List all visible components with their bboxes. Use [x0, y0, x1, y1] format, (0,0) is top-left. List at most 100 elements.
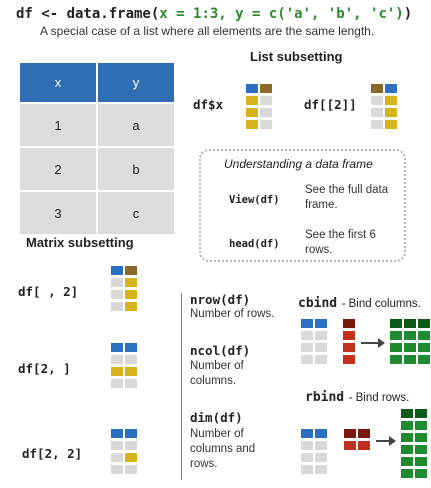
grid-cell [300, 452, 314, 463]
data-frame-table: x y 1 a 2 b 3 c [18, 61, 176, 236]
grid-cell [400, 432, 414, 443]
grid-cell [370, 107, 384, 118]
grid-cell [370, 119, 384, 130]
grid-cell [400, 408, 414, 419]
grid-cell [300, 330, 314, 341]
code-arguments: x = 1:3, y = c('a', 'b', 'c') [159, 6, 404, 22]
grid-cell [110, 366, 124, 377]
grid-cell [389, 342, 403, 353]
grid-cell [110, 354, 124, 365]
rbind-desc: - Bind rows. [348, 392, 410, 404]
data-frame-code: df <- data.frame(x = 1:3, y = c('a', 'b'… [16, 6, 412, 22]
grid-cell [124, 464, 138, 475]
grid-cell [300, 440, 314, 451]
grid-cell [110, 452, 124, 463]
grid-cell [384, 83, 398, 94]
head-code: head(df) [229, 238, 280, 250]
grid-cell [314, 330, 328, 341]
grid-cell [370, 83, 384, 94]
grid-cell [384, 95, 398, 106]
grid-cell [124, 366, 138, 377]
grid-cell [342, 354, 356, 365]
table-row: 1 a [18, 102, 176, 148]
table-header-row: x y [18, 61, 176, 104]
cbind-desc: - Bind columns. [341, 298, 421, 310]
grid-cell [110, 464, 124, 475]
grid-cell [314, 354, 328, 365]
table-cell: a [96, 102, 176, 148]
grid-cell [314, 342, 328, 353]
grid-cell [124, 289, 138, 300]
grid-cell [124, 378, 138, 389]
grid-cell [403, 342, 417, 353]
grid-cell [124, 265, 138, 276]
grid-cell [314, 428, 328, 439]
grid-cell [357, 440, 371, 451]
grid-cell [314, 440, 328, 451]
list-subsetting-title: List subsetting [250, 49, 343, 64]
divider [181, 293, 182, 480]
grid-cell [110, 265, 124, 276]
grid-cell [124, 354, 138, 365]
grid-cell [400, 444, 414, 455]
grid-cell [400, 420, 414, 431]
grid-cell [124, 342, 138, 353]
column-header-x: x [18, 61, 98, 104]
grid-cell [417, 342, 431, 353]
grid-cell [414, 420, 428, 431]
rbind-code: rbind [305, 390, 345, 405]
grid-cell [400, 456, 414, 467]
subtitle: A special case of a list where all eleme… [40, 24, 375, 38]
grid-cell [124, 452, 138, 463]
grid-cell [110, 342, 124, 353]
grid-cell [300, 354, 314, 365]
grid-cell [414, 444, 428, 455]
grid-cell [259, 95, 273, 106]
grid-cell [259, 107, 273, 118]
cbind-arrow-icon [361, 338, 385, 348]
grid-cell [414, 408, 428, 419]
grid-cell [124, 301, 138, 312]
grid-cell [403, 354, 417, 365]
grid-cell [300, 318, 314, 329]
grid-cell [384, 119, 398, 130]
grid-cell [124, 428, 138, 439]
ncol-desc: Number of columns. [190, 360, 244, 387]
grid-cell [389, 318, 403, 329]
grid-cell [370, 95, 384, 106]
rbind-label: rbind - Bind rows. [305, 388, 409, 406]
view-code: View(df) [229, 194, 280, 206]
matrix-code-cell: df[2, 2] [22, 446, 83, 461]
ncol-code: ncol(df) [190, 343, 251, 358]
grid-cell [314, 464, 328, 475]
grid-cell [414, 468, 428, 479]
head-desc: See the first 6 rows. [305, 229, 376, 256]
grid-cell [414, 432, 428, 443]
table-cell: b [96, 146, 176, 192]
table-row: 2 b [18, 146, 176, 192]
grid-cell [245, 119, 259, 130]
grid-cell [389, 330, 403, 341]
grid-cell [110, 277, 124, 288]
grid-cell [110, 301, 124, 312]
grid-cell [384, 107, 398, 118]
cbind-code: cbind [298, 296, 338, 311]
matrix-subsetting-title: Matrix subsetting [26, 235, 134, 250]
nrow-code: nrow(df) [190, 292, 251, 307]
grid-cell [389, 354, 403, 365]
matrix-code-row: df[2, ] [18, 361, 71, 376]
grid-cell [417, 354, 431, 365]
list-code-double-bracket: df[[2]] [304, 97, 357, 112]
grid-cell [314, 452, 328, 463]
grid-cell [400, 468, 414, 479]
grid-cell [342, 330, 356, 341]
grid-cell [403, 330, 417, 341]
grid-cell [300, 428, 314, 439]
grid-cell [300, 342, 314, 353]
grid-cell [245, 95, 259, 106]
dim-desc: Number of columns and rows. [190, 428, 256, 470]
table-cell: 3 [18, 190, 98, 236]
grid-cell [245, 107, 259, 118]
rbind-arrow-icon [376, 436, 396, 446]
grid-cell [124, 277, 138, 288]
